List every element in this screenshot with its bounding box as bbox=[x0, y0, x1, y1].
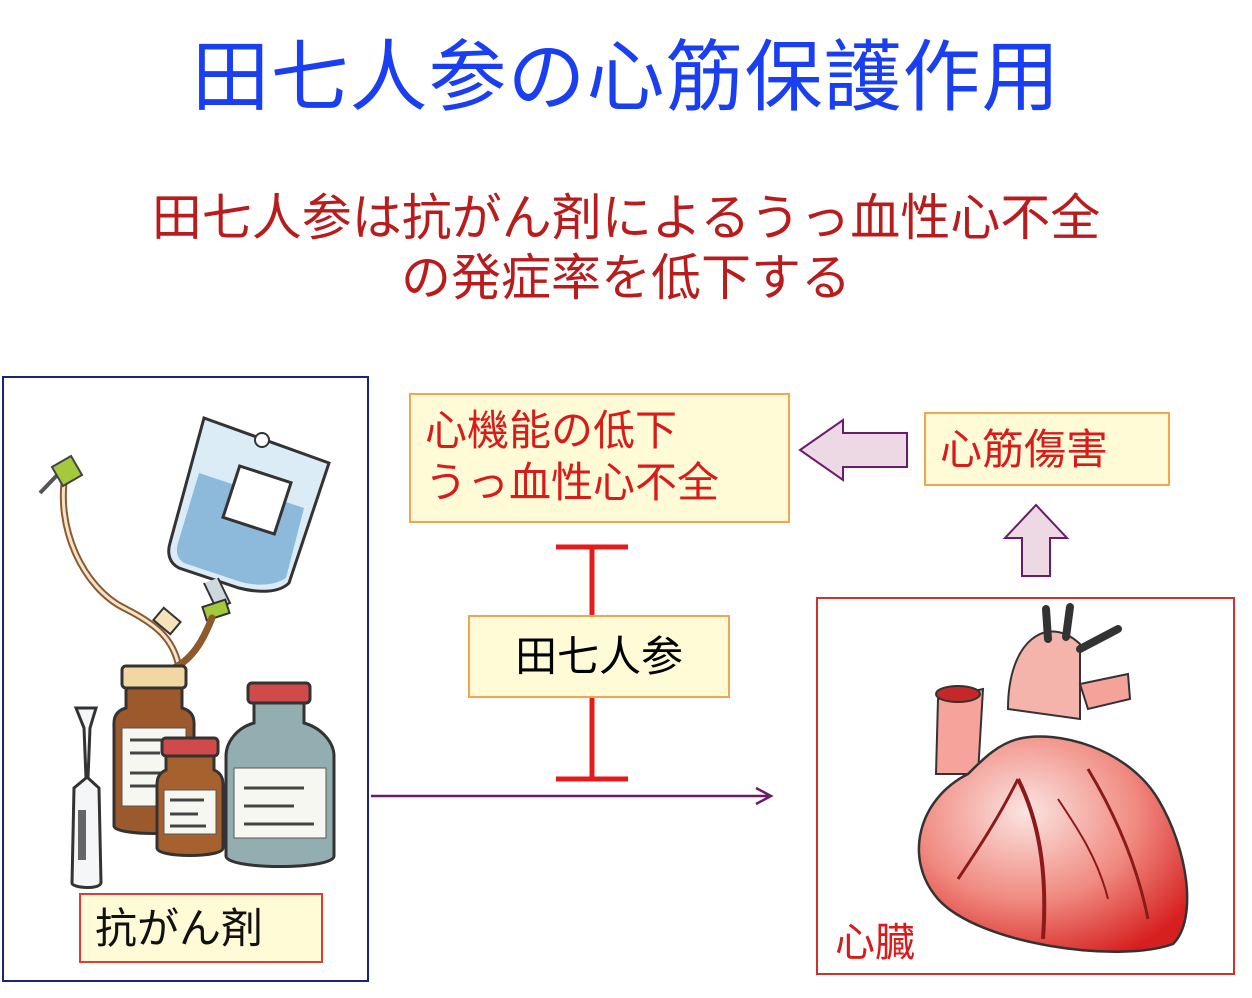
medicine-vial-icon bbox=[224, 681, 336, 868]
subtitle: 田七人参は抗がん剤によるうっ血性心不全 の発症率を低下する bbox=[0, 188, 1252, 308]
heart-illustration bbox=[917, 603, 1189, 953]
drug-to-heart-arrow bbox=[371, 786, 774, 806]
anticancer-drug-panel bbox=[2, 376, 369, 982]
anticancer-drug-label: 抗がん剤 bbox=[79, 893, 323, 963]
heart-label: 心臓 bbox=[835, 920, 915, 966]
inhibition-upper bbox=[556, 544, 628, 615]
myocardial-damage-box: 心筋傷害 bbox=[924, 412, 1170, 486]
medicine-vial-icon bbox=[155, 736, 225, 857]
subtitle-line-2: の発症率を低下する bbox=[401, 249, 851, 307]
inhibition-lower bbox=[556, 698, 628, 782]
cardiac-dysfunction-box: 心機能の低下 うっ血性心不全 bbox=[409, 393, 790, 523]
effect-line-2: うっ血性心不全 bbox=[425, 458, 720, 507]
iv-bag-icon bbox=[38, 416, 331, 712]
damage-to-effect-arrow bbox=[798, 418, 908, 482]
heart-panel bbox=[816, 597, 1235, 975]
effect-line-1: 心機能の低下 bbox=[425, 406, 678, 455]
page-title: 田七人参の心筋保護作用 bbox=[191, 33, 1061, 123]
panax-notoginseng-box: 田七人参 bbox=[468, 615, 730, 698]
ampoule-icon bbox=[70, 706, 103, 889]
drug-illustration bbox=[38, 416, 336, 889]
subtitle-line-1: 田七人参は抗がん剤によるうっ血性心不全 bbox=[151, 189, 1101, 247]
heart-to-damage-arrow bbox=[1002, 503, 1070, 577]
